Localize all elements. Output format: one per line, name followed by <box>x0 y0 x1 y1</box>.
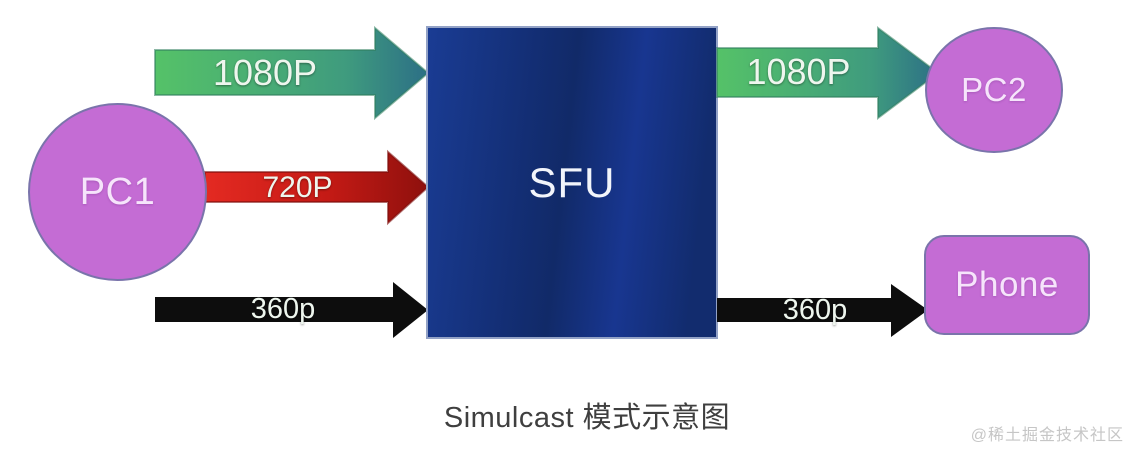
watermark-text: @稀土掘金技术社区 <box>970 427 1124 444</box>
arrow-pc1-to-sfu-1080p <box>154 25 430 121</box>
arrow-label-pc1-720p: 720P <box>262 171 333 204</box>
node-phone-label: Phone <box>955 265 1059 304</box>
arrow-sfu-to-pc2-1080p <box>716 26 940 120</box>
node-pc1: PC1 <box>28 103 207 281</box>
arrow-sfu-to-phone-360p <box>717 284 928 337</box>
diagram-caption: Simulcast 模式示意图 <box>443 402 731 434</box>
arrow-label-pc1-1080p: 1080P <box>212 52 318 93</box>
node-phone: Phone <box>924 235 1090 335</box>
node-sfu-label: SFU <box>528 158 616 206</box>
sfu-box <box>426 26 718 339</box>
node-pc2: PC2 <box>925 27 1063 153</box>
node-pc1-label: PC1 <box>79 170 156 213</box>
arrow-label-sfu-phone-360p: 360p <box>782 294 848 326</box>
arrow-pc1-to-sfu-360p <box>155 282 428 338</box>
arrow-pc1-to-sfu-720p <box>204 149 430 226</box>
node-pc2-label: PC2 <box>961 71 1027 108</box>
arrow-label-pc1-360p: 360p <box>250 293 316 325</box>
arrow-label-sfu-pc2-1080p: 1080P <box>746 51 851 92</box>
